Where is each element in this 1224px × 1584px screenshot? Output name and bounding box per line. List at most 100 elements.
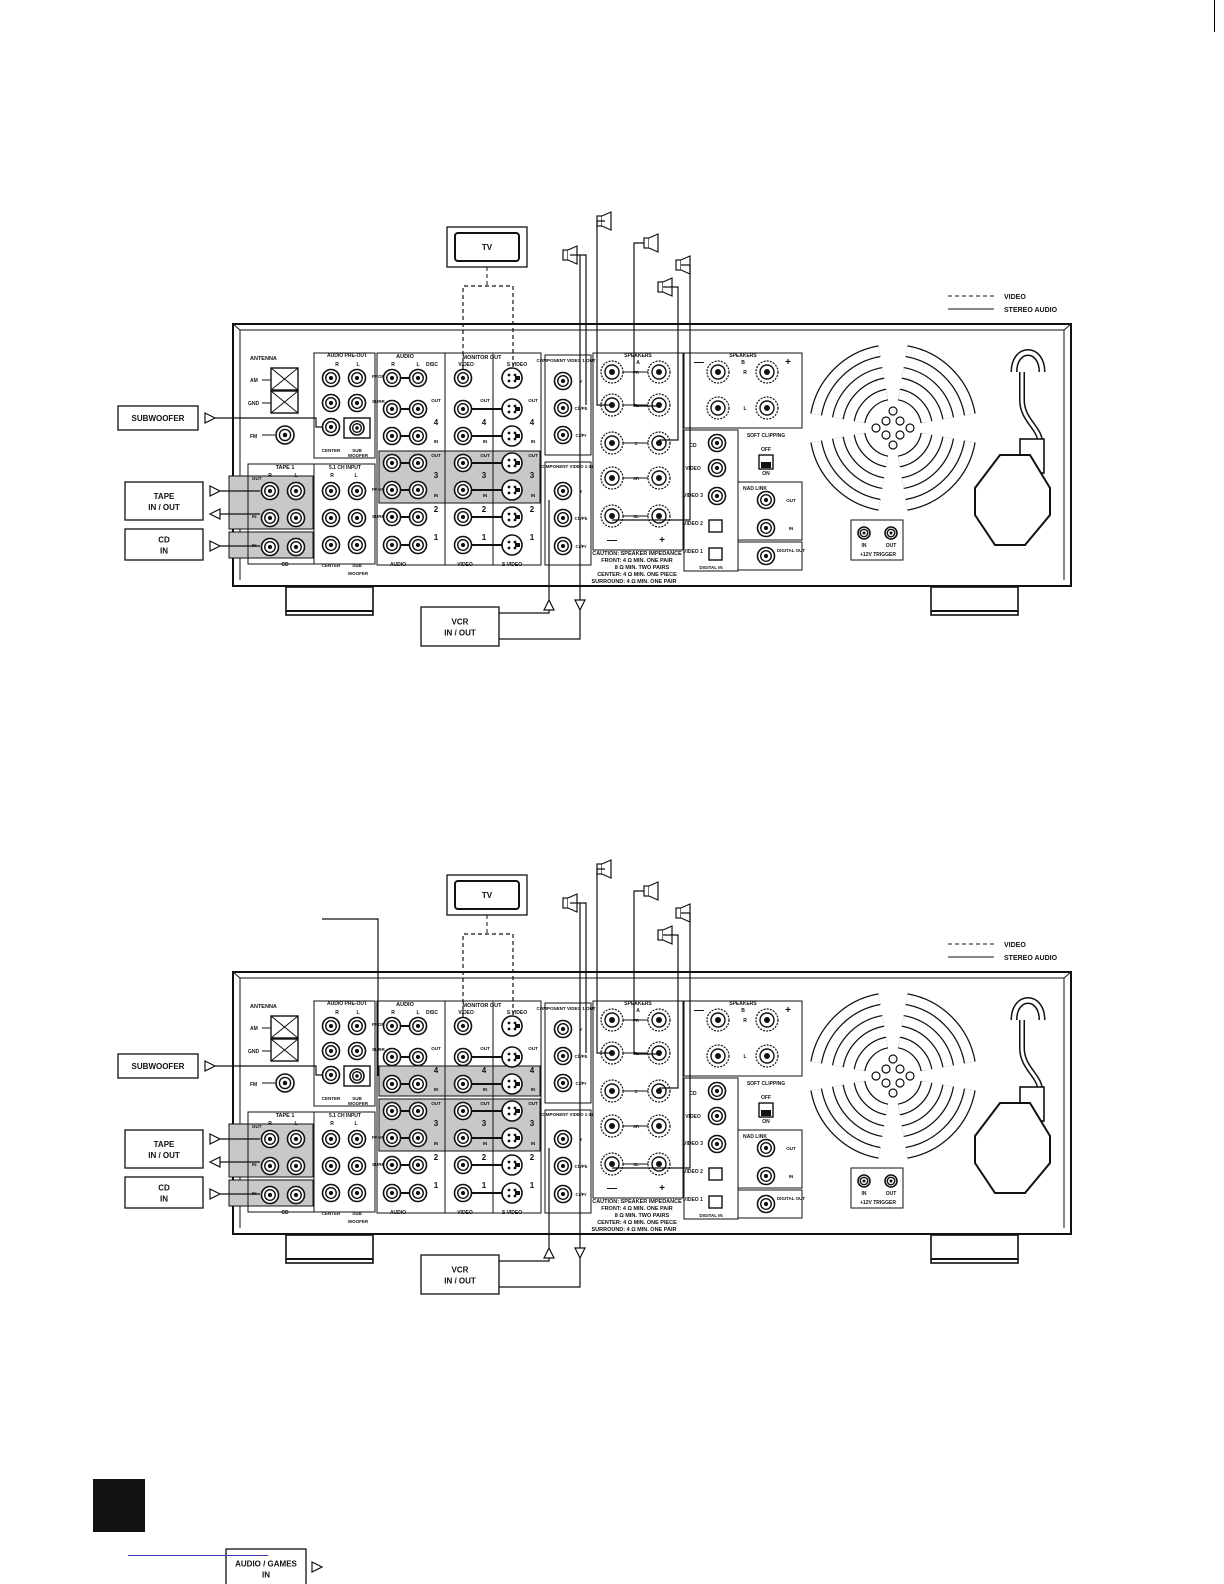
rca-jack-icon <box>453 1047 473 1067</box>
rca-jack-icon <box>347 535 367 555</box>
receiver-chassis <box>232 971 1072 1264</box>
subwoofer-cable <box>215 1065 322 1076</box>
caution-line: CAUTION: SPEAKER IMPEDANCE <box>592 1199 682 1205</box>
rca-jack-icon <box>553 508 573 528</box>
device-label-line1: TAPE <box>154 492 175 501</box>
cr-label: Cr/Pr <box>575 1192 586 1197</box>
input-number: 2 <box>434 1153 439 1162</box>
video3-label: VIDEO 3 <box>683 493 703 499</box>
caution-line: 8 Ω MIN. TWO PAIRS <box>615 1213 670 1219</box>
input-number: 1 <box>482 1181 487 1190</box>
cb-label: Cb/Pb <box>575 516 588 521</box>
a-label: A <box>636 360 640 366</box>
rca-jack-icon <box>408 1074 428 1094</box>
rca-jack-icon <box>347 393 367 413</box>
rca-jack-icon <box>260 1185 280 1205</box>
arrow-left-icon <box>208 508 221 520</box>
l-label: L <box>354 1121 357 1127</box>
input-number: 2 <box>482 1153 487 1162</box>
s-video-jack-icon <box>501 534 523 556</box>
speaker-terminal-icon <box>647 1079 671 1103</box>
device-box <box>124 481 204 521</box>
rca-jack-icon <box>453 453 473 473</box>
rca-jack-icon <box>382 1155 402 1175</box>
speaker-terminal-icon <box>647 504 671 528</box>
rca-jack-icon <box>321 508 341 528</box>
out-label: OUT <box>886 1191 897 1197</box>
legend-video-label: VIDEO <box>1004 294 1026 301</box>
speaker-terminal-icon <box>647 1041 671 1065</box>
rca-jack-icon <box>553 481 573 501</box>
device-label-line1: VCR <box>452 1266 469 1275</box>
disc-label: DISC <box>426 362 438 368</box>
tape1-label: TAPE 1 <box>276 1113 295 1119</box>
rca-jack-icon <box>707 458 727 478</box>
audio-games-cable <box>322 918 379 1076</box>
rca-jack-icon <box>453 1155 473 1175</box>
digital-out-section: DIGITAL OUT <box>737 541 805 571</box>
arrow-right-icon <box>311 1561 324 1573</box>
speaker-terminal-icon <box>600 1114 624 1138</box>
front-label: FRONT <box>372 1135 388 1140</box>
plus-sign: + <box>785 357 791 368</box>
footer-link-line <box>128 1555 268 1556</box>
c-label: C <box>634 441 638 446</box>
rca-jack-icon <box>382 507 402 527</box>
s-video-jack-icon <box>501 1154 523 1176</box>
component-video-section: COMPONENT VIDEO 1 OUTYCb/PbCr/PrCOMPONEN… <box>536 354 596 566</box>
out-label: OUT <box>480 398 490 403</box>
page-edge-mark <box>1214 0 1215 32</box>
vcr-cable-out <box>499 1258 550 1262</box>
in-label: IN <box>434 493 439 498</box>
s-video-label: S VIDEO <box>507 1010 527 1016</box>
rca-jack-icon <box>553 398 573 418</box>
digital-in-label: DIGITAL IN <box>699 1213 722 1218</box>
rca-jack-icon <box>453 1016 473 1036</box>
sub-jack-box <box>343 1065 371 1087</box>
cables <box>204 903 586 1573</box>
rca-jack-icon <box>347 481 367 501</box>
plus-sign: + <box>659 1183 665 1194</box>
device-label: TV <box>482 243 493 252</box>
speaker-terminal-icon <box>755 1044 779 1068</box>
speaker-terminal-icon <box>647 431 671 455</box>
rca-jack-icon <box>884 526 898 540</box>
on-label: ON <box>762 471 770 477</box>
nad-link-frame <box>737 481 803 541</box>
sr-label: SR <box>633 1124 640 1129</box>
rca-jack-icon <box>453 368 473 388</box>
out-label: OUT <box>431 453 441 458</box>
woofer-label: WOOFER <box>348 1101 369 1106</box>
in-label: IN <box>483 439 488 444</box>
digital-in-label: DIGITAL IN <box>699 565 722 570</box>
video-label: VIDEO <box>458 362 474 368</box>
legend-audio-label: STEREO AUDIO <box>1004 955 1058 962</box>
speaker-terminal-icon <box>647 360 671 384</box>
arrow-right-icon <box>209 485 222 497</box>
s-video-jack-icon <box>501 367 523 389</box>
vcr-cable-in <box>499 610 581 640</box>
cb-label: Cb/Pb <box>575 1164 588 1169</box>
rca-jack-icon <box>382 1128 402 1148</box>
trigger-frame <box>850 1167 904 1209</box>
rca-jack-icon <box>349 420 365 436</box>
out-label: OUT <box>480 453 490 458</box>
component-video-section: COMPONENT VIDEO 1 OUTYCb/PbCr/PrCOMPONEN… <box>536 1002 596 1214</box>
in-label: IN <box>483 493 488 498</box>
disc-label: DISC <box>426 1010 438 1016</box>
a-label: A <box>636 1008 640 1014</box>
r-label: R <box>335 1010 339 1016</box>
caution-line: SURROUND: 4 Ω MIN. ONE PAIR <box>592 1227 677 1233</box>
nad-link-label: NAD LINK <box>743 486 767 492</box>
rca-jack-icon <box>260 481 280 501</box>
s-video-jack-icon <box>501 1127 523 1149</box>
rca-jack-icon <box>347 1156 367 1176</box>
input-number: 1 <box>530 533 535 542</box>
